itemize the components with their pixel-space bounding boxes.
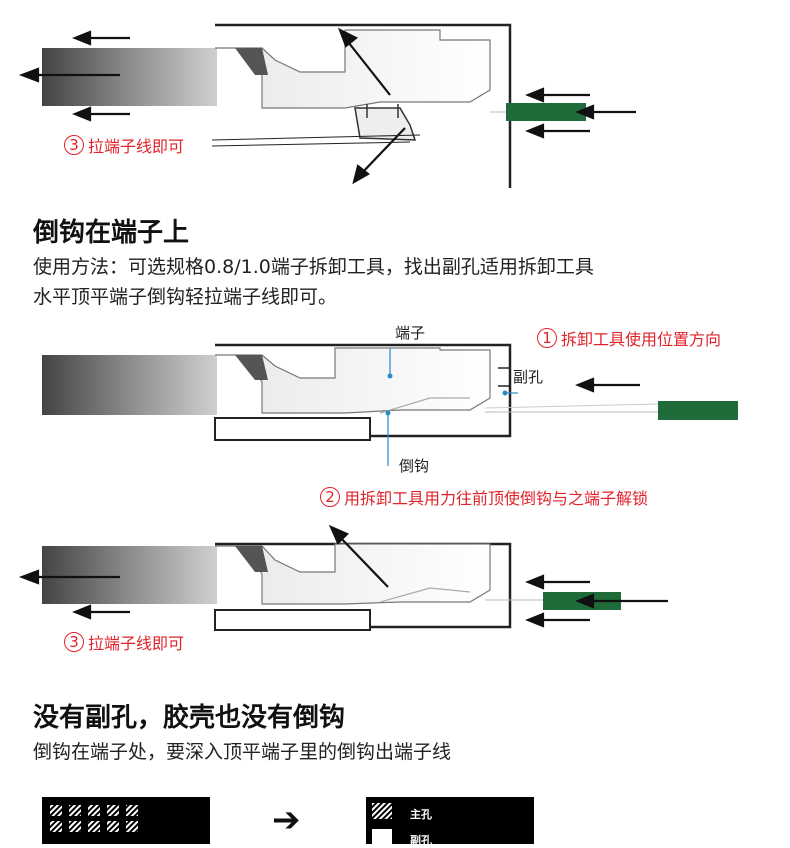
heading-no-sub-hole: 没有副孔，胶壳也没有倒钩: [33, 703, 346, 733]
step-text: 拆卸工具使用位置方向: [561, 330, 722, 349]
step-number: 3: [64, 135, 84, 155]
diagram-pull-wire-1: [18, 23, 636, 188]
step-text: 拉端子线即可: [88, 137, 185, 156]
step-number: 1: [537, 328, 557, 348]
wire: [42, 48, 217, 106]
desc-line2: 水平顶平端子倒钩轻拉端子线即可。: [33, 286, 338, 308]
removal-tool: [658, 401, 738, 420]
step2-label: 2 用拆卸工具用力往前顶使倒钩与之端子解锁: [320, 485, 648, 509]
desc-line1: 使用方法：可选规格0.8/1.0端子拆卸工具，找出副孔适用拆卸工具: [33, 256, 594, 278]
desc-section3: 倒钩在端子处，要深入顶平端子里的倒钩出端子线: [33, 741, 452, 763]
label-sub-hole: 副孔: [513, 368, 544, 386]
terminal: [215, 543, 491, 605]
main-hole-icon: [372, 803, 392, 819]
heading-barb-on-terminal: 倒钩在端子上: [33, 218, 190, 248]
step-number: 2: [320, 487, 340, 507]
terminal: [215, 347, 491, 414]
diagram-pull-wire-2: [18, 524, 668, 631]
step3-label-bottom: 3 拉端子线即可: [64, 630, 184, 654]
right-arrow-icon: ➔: [272, 800, 301, 840]
legend-main-hole: 主孔: [410, 808, 432, 821]
label-barb: 倒钩: [399, 457, 430, 475]
legend-sub-hole: 副孔: [410, 834, 432, 847]
removal-tool: [506, 103, 586, 121]
sub-hole-icon: [372, 829, 392, 844]
label-terminal: 端子: [395, 324, 426, 342]
legend-box: [366, 797, 534, 844]
terminal: [215, 29, 491, 109]
connector-face-left: [42, 797, 210, 844]
step-text: 拉端子线即可: [88, 634, 185, 653]
hole-pattern: [50, 805, 138, 832]
wire: [42, 355, 217, 415]
step-text: 用拆卸工具用力往前顶使倒钩与之端子解锁: [344, 489, 649, 508]
step1-label: 1 拆卸工具使用位置方向: [537, 326, 721, 350]
diagram-insert-tool: [42, 343, 738, 466]
wire: [42, 546, 217, 604]
step-number: 3: [64, 632, 84, 652]
step3-label-top: 3 拉端子线即可: [64, 133, 184, 157]
